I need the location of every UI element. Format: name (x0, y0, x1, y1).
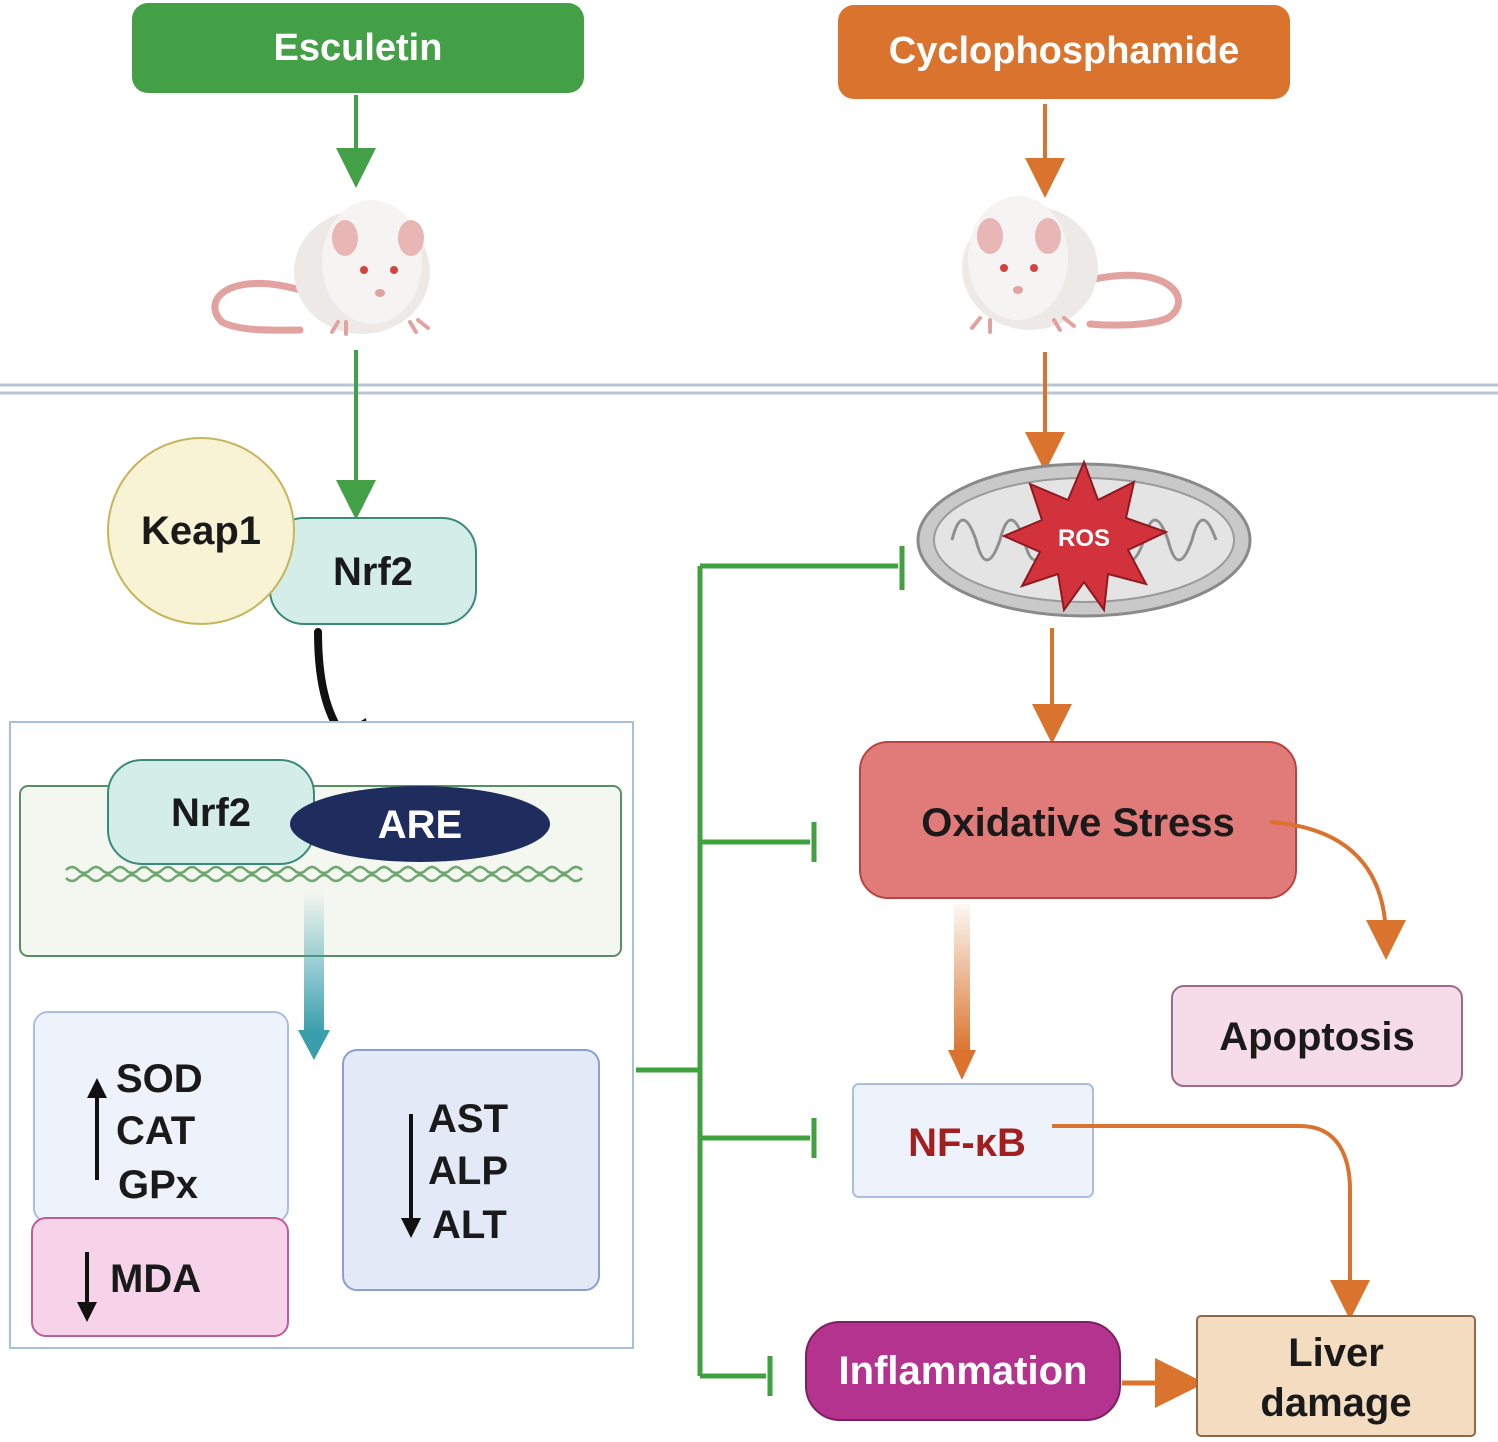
down-arrow-icon (401, 1114, 421, 1238)
cyclophosphamide-label: Cyclophosphamide (889, 30, 1240, 72)
nrf2-cytoplasm-label: Nrf2 (333, 550, 413, 594)
inflammation-label: Inflammation (839, 1349, 1088, 1393)
ros-label: ROS (1058, 525, 1110, 552)
esculetin-label: Esculetin (274, 27, 443, 69)
oxidative-stress-label: Oxidative Stress (921, 801, 1235, 845)
mda-label: MDA (110, 1257, 201, 1301)
rat-icon (211, 200, 430, 336)
antioxidant-sod: SOD (116, 1057, 203, 1101)
oxidative-to-nfkb-arrow (948, 904, 976, 1080)
apoptosis-box: Apoptosis (1171, 985, 1463, 1087)
nrf2-nucleus-box: Nrf2 (107, 759, 315, 865)
liver-damage-box: Liver damage (1196, 1315, 1476, 1437)
enzyme-alp: ALP (428, 1149, 508, 1193)
enzyme-ast: AST (428, 1097, 508, 1141)
keap1-circle: Keap1 (107, 437, 295, 625)
liver-damage-line2: damage (1260, 1381, 1411, 1425)
nrf2-cytoplasm-box: Nrf2 (269, 517, 477, 625)
keap1-label: Keap1 (141, 509, 261, 553)
dna-strand-icon (65, 865, 583, 883)
nrf2-nucleus-label: Nrf2 (171, 791, 251, 835)
liver-damage-line1: Liver (1288, 1331, 1384, 1375)
up-arrow-icon (87, 1078, 107, 1180)
cyclophosphamide-box: Cyclophosphamide (838, 5, 1290, 99)
nfkb-to-liver-damage-arrow (1052, 1124, 1370, 1320)
oxidative-to-apoptosis-arrow (1269, 820, 1406, 960)
ros-burst: ROS (1001, 459, 1169, 613)
enzyme-alt: ALT (432, 1203, 507, 1247)
cell-membrane (0, 383, 1498, 395)
nfkb-label: NF-κB (908, 1121, 1026, 1165)
are-ellipse: ARE (290, 786, 550, 862)
apoptosis-label: Apoptosis (1219, 1015, 1415, 1059)
inflammation-box: Inflammation (805, 1321, 1121, 1421)
inhibition-bracket (636, 546, 905, 1396)
antioxidant-cat: CAT (116, 1109, 195, 1153)
transcription-arrow (298, 892, 330, 1060)
down-arrow-icon (77, 1252, 97, 1322)
esculetin-box: Esculetin (132, 3, 584, 93)
mda-box (31, 1217, 289, 1337)
nfkb-box: NF-κB (852, 1083, 1094, 1198)
oxidative-stress-box: Oxidative Stress (859, 741, 1297, 899)
antioxidant-gpx: GPx (118, 1163, 198, 1207)
rat-icon (962, 196, 1182, 334)
are-label: ARE (378, 803, 462, 847)
